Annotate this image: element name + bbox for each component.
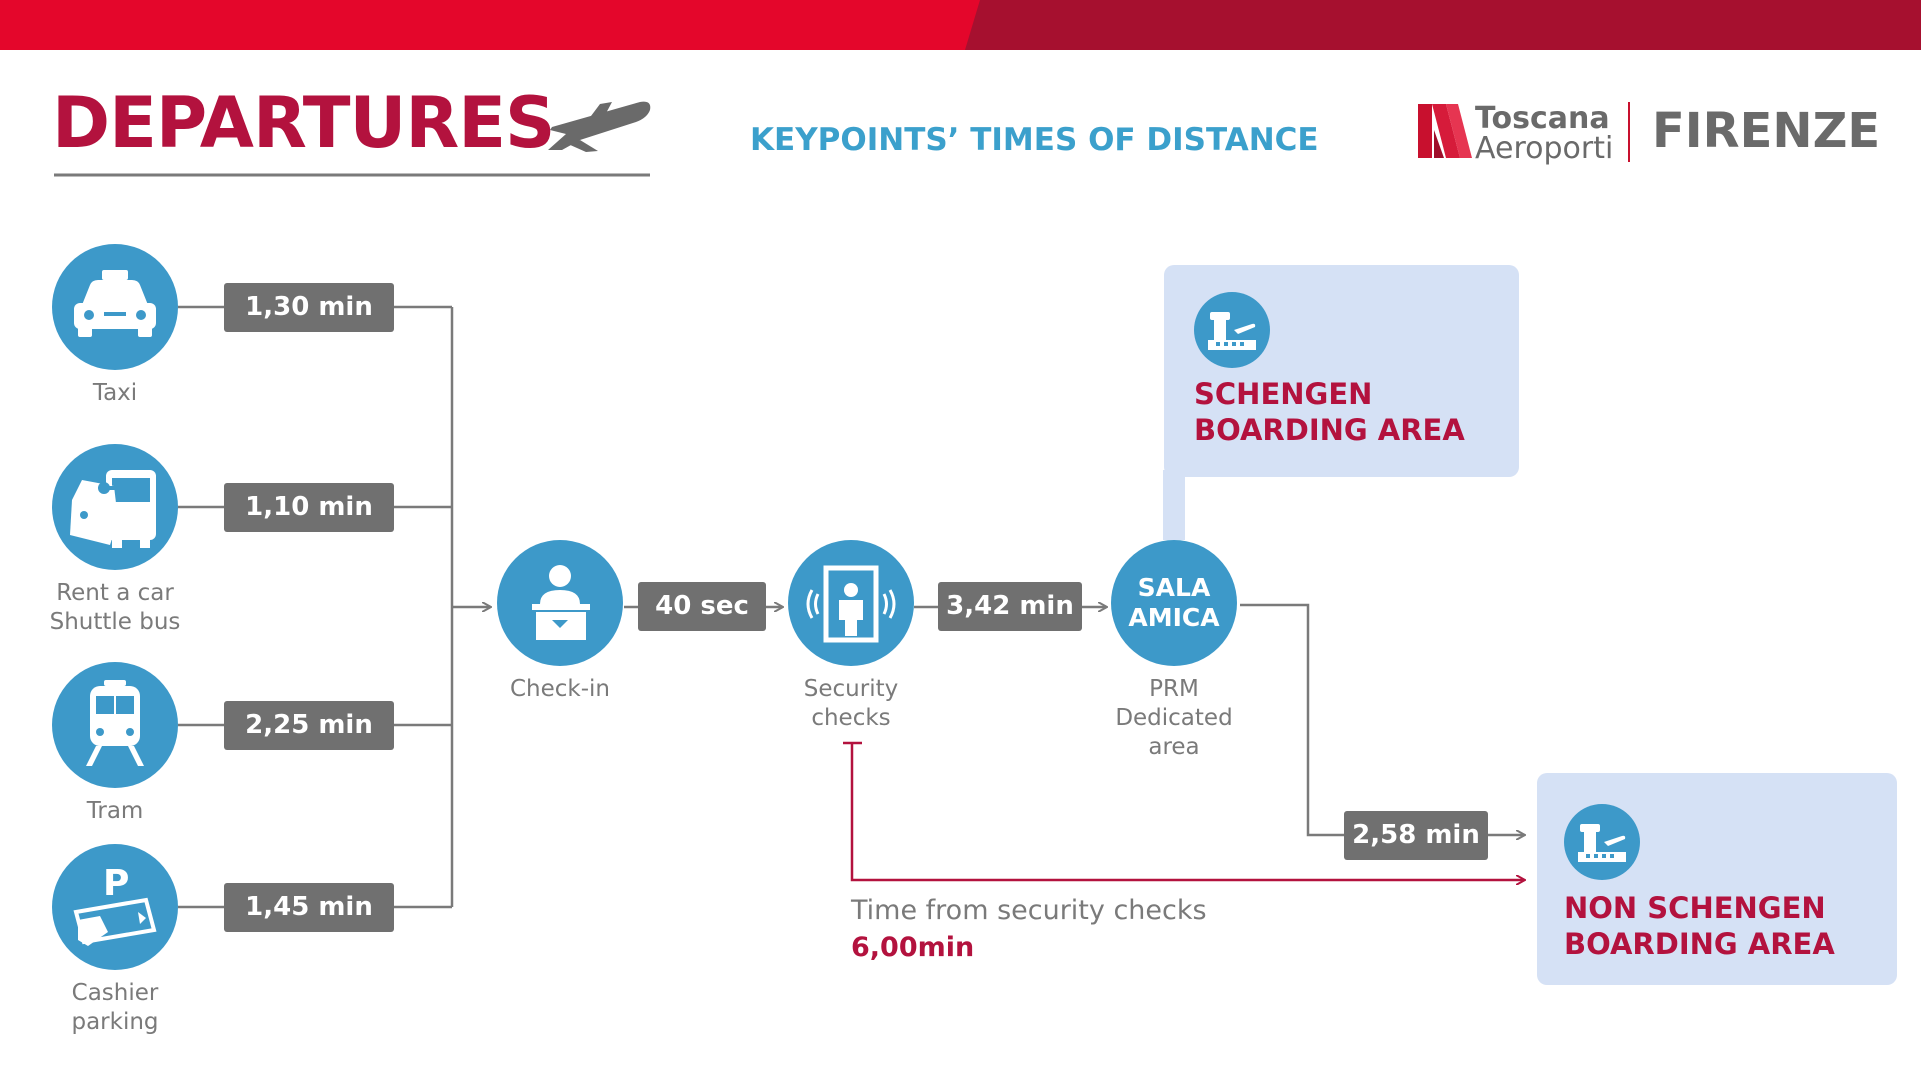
tram-icon: [86, 680, 144, 766]
time-badge-sala-nonschengen: 2,58 min: [1344, 811, 1488, 860]
label-parking-line1: Cashier: [71, 980, 159, 1006]
time-badge-tram: 2,25 min: [224, 701, 394, 750]
non-schengen-line2: BOARDING AREA: [1564, 927, 1835, 961]
sala-name-line2: AMICA: [1128, 603, 1220, 632]
page-subtitle: KEYPOINTS’ TIMES OF DISTANCE: [750, 122, 1319, 158]
top-bar-right: [965, 0, 1921, 50]
city-name: FIRENZE: [1652, 103, 1881, 159]
time-badge-taxi: 1,30 min: [224, 283, 394, 332]
schengen-area-title: SCHENGEN BOARDING AREA: [1194, 376, 1465, 448]
logo-text-aeroporti: Aeroporti: [1475, 131, 1614, 166]
label-security-line2: checks: [811, 705, 891, 731]
label-prm-area: PRM Dedicated area: [1074, 675, 1274, 762]
schengen-line2: BOARDING AREA: [1194, 413, 1465, 447]
sala-name-line1: SALA: [1137, 573, 1211, 602]
time-badge-parking: 1,45 min: [224, 883, 394, 932]
airport-tower-icon-2: [1564, 804, 1640, 880]
time-badge-checkin-security: 40 sec: [638, 582, 766, 631]
label-parking-line2: parking: [71, 1009, 159, 1035]
top-bar-left: [0, 0, 980, 50]
time-badge-security-sala: 3,42 min: [938, 582, 1082, 631]
label-checkin: Check-in: [509, 676, 611, 702]
taxi-icon: [74, 270, 156, 337]
label-rental-line2: Shuttle bus: [49, 609, 181, 635]
label-rental: Rent a car Shuttle bus: [15, 579, 215, 637]
security-scanner-icon: [806, 565, 896, 643]
sala-circle: [1111, 540, 1237, 666]
label-prm-line3: area: [1148, 734, 1200, 760]
schengen-panel-stem: [1163, 470, 1185, 540]
non-schengen-area-title: NON SCHENGEN BOARDING AREA: [1564, 890, 1835, 962]
security-note-text: Time from security checks: [851, 895, 1207, 926]
svg-text:P: P: [103, 863, 129, 904]
parking-ticket-icon: P: [73, 863, 157, 946]
label-tram: Tram: [86, 798, 144, 824]
schengen-line1: SCHENGEN: [1194, 377, 1373, 411]
label-security-line1: Security: [803, 676, 899, 702]
page-title: DEPARTURES: [52, 82, 555, 164]
logo-text-toscana: Toscana: [1475, 101, 1610, 136]
non-schengen-line1: NON SCHENGEN: [1564, 891, 1826, 925]
checkin-desk-icon: [532, 565, 590, 640]
time-badge-rental: 1,10 min: [224, 483, 394, 532]
airport-tower-icon: [1194, 292, 1270, 368]
label-parking: Cashier parking: [15, 979, 215, 1037]
label-taxi: Taxi: [92, 380, 138, 406]
label-prm-line2: Dedicated: [1115, 705, 1233, 731]
toscana-logo-mark: [1418, 104, 1472, 158]
airplane-icon: [548, 101, 651, 152]
security-note-value: 6,00min: [851, 932, 975, 963]
label-prm-line1: PRM: [1149, 676, 1199, 702]
rental-car-bus-icon: [70, 470, 156, 548]
label-rental-line1: Rent a car: [56, 580, 174, 606]
sala-amica-name: SALA AMICA: [1114, 573, 1234, 633]
label-security: Security checks: [751, 675, 951, 733]
